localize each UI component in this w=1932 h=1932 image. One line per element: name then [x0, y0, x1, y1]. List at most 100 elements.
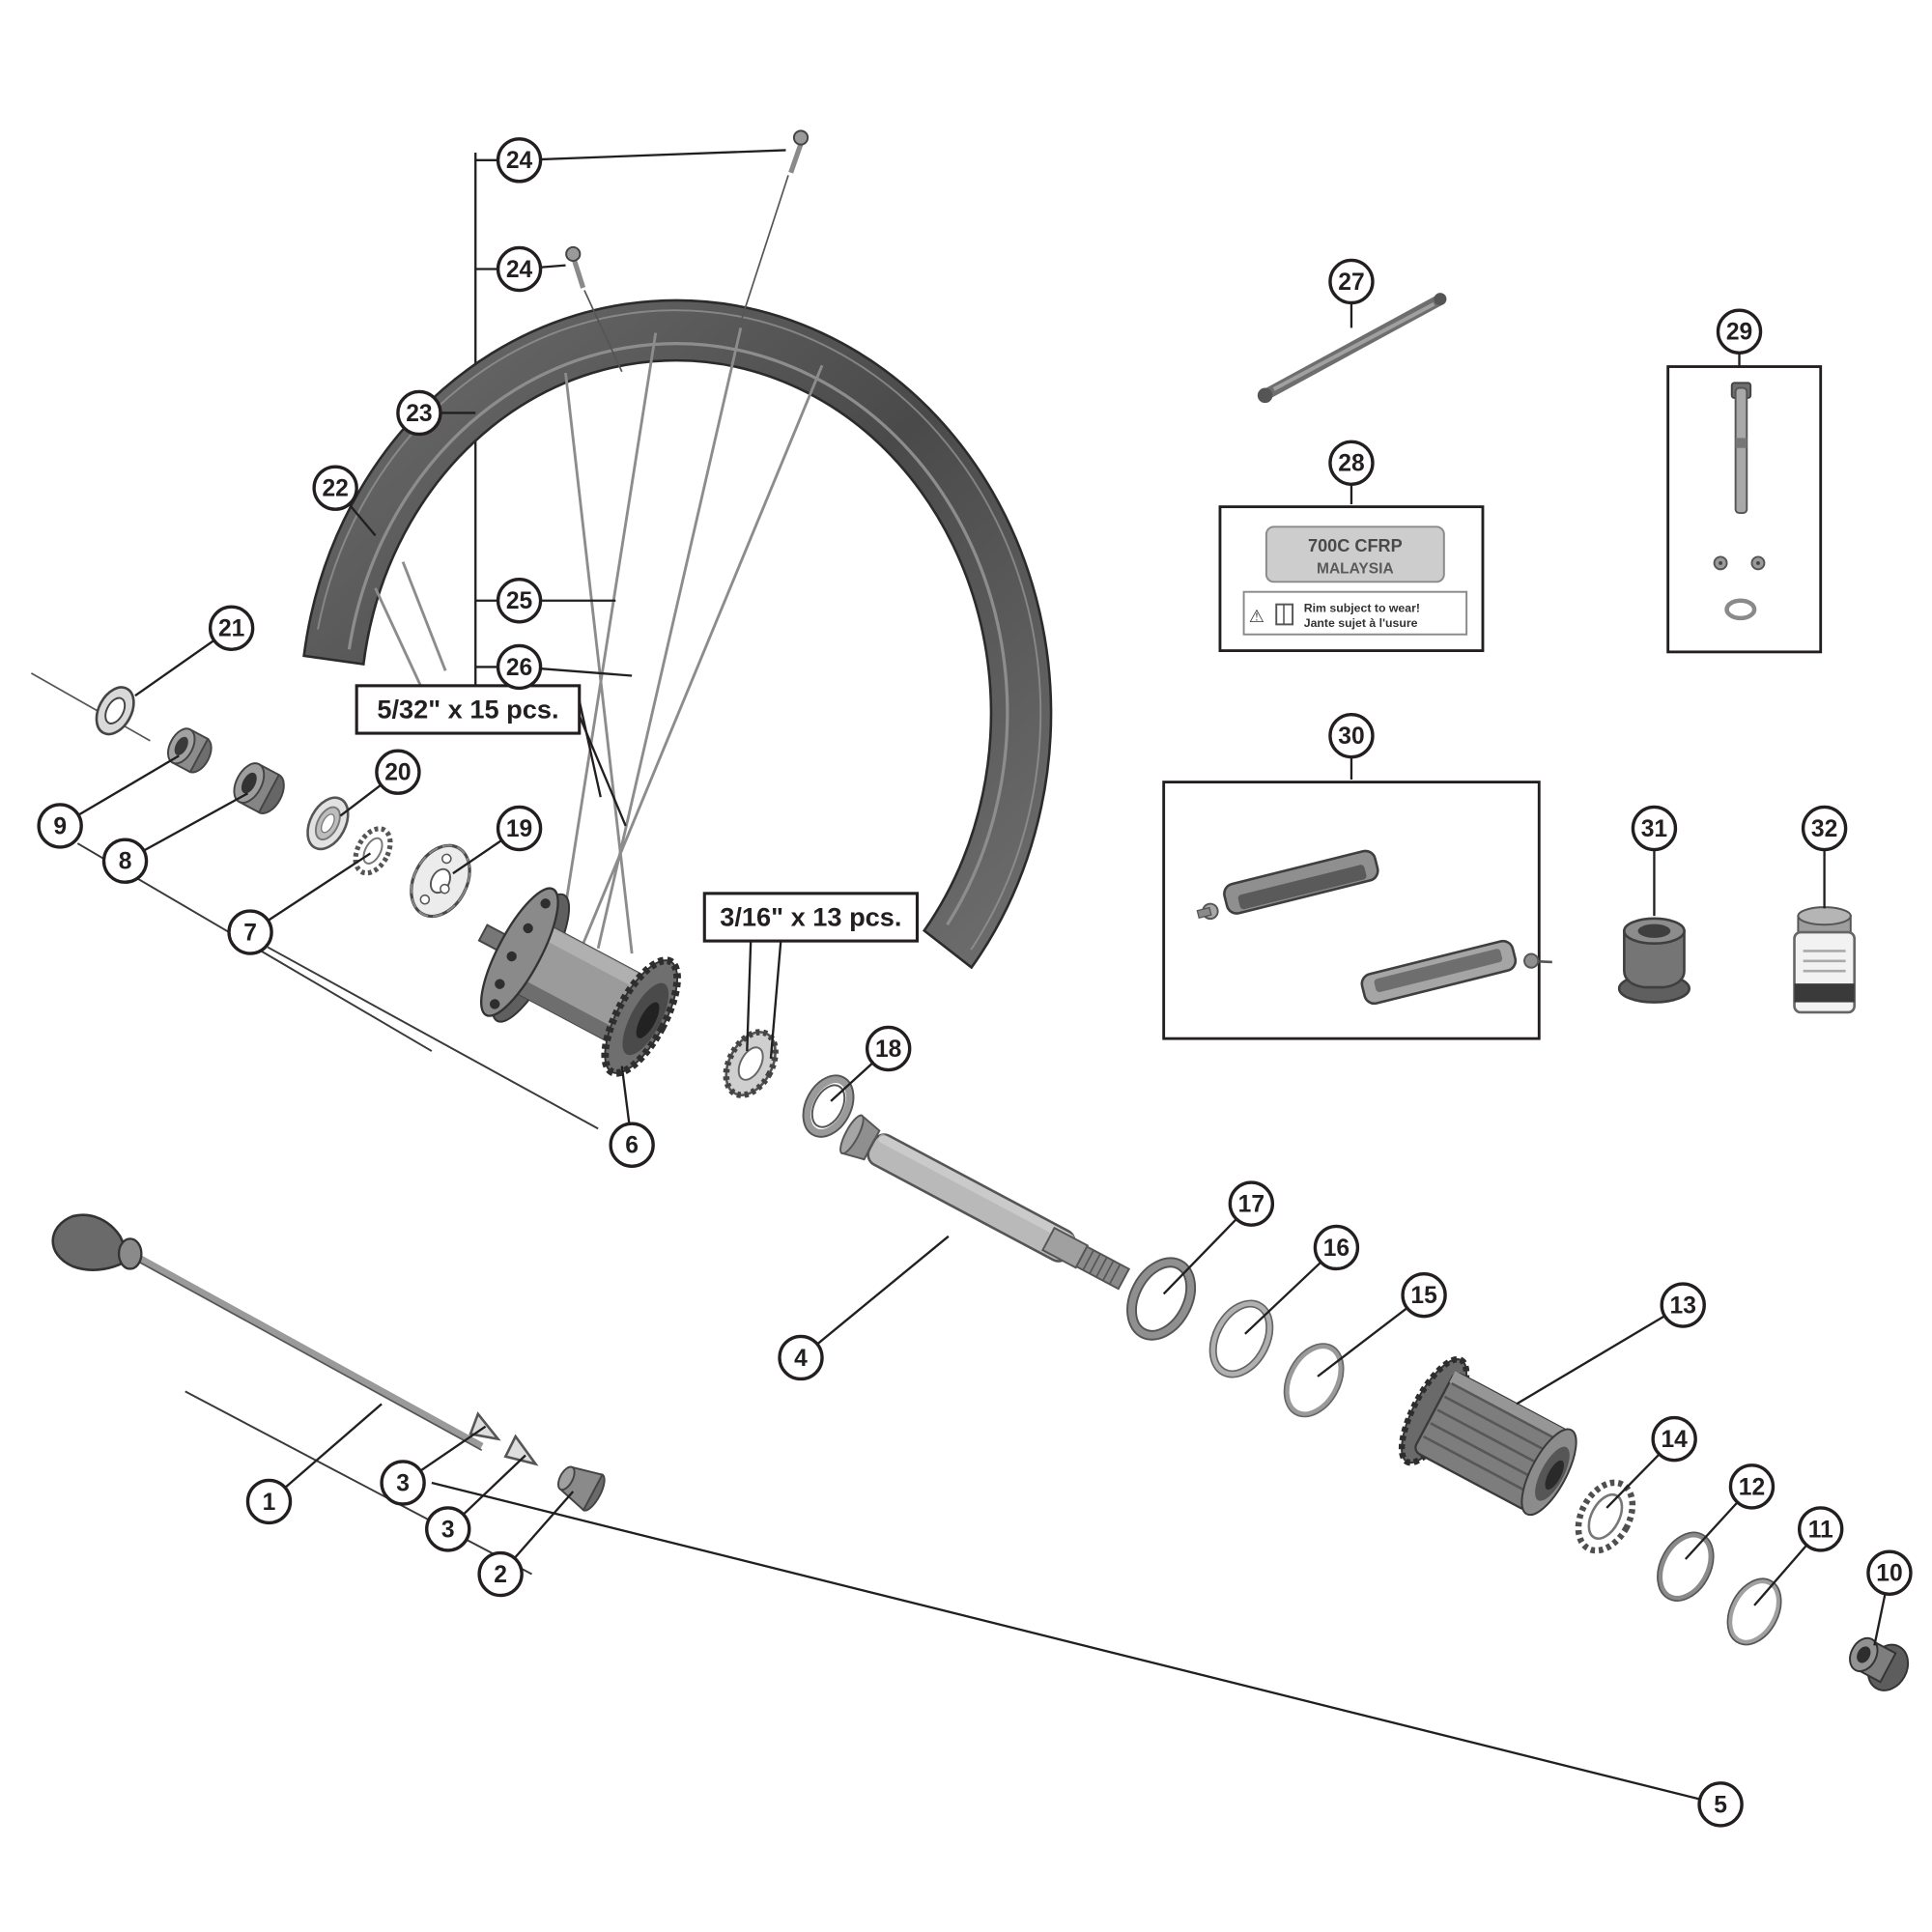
callout-number: 14 — [1661, 1427, 1688, 1453]
callout-24: 24 — [496, 245, 566, 293]
callout-number: 23 — [406, 401, 432, 427]
lock-nut-left — [167, 727, 213, 774]
warning-icon: ⚠ — [1249, 607, 1264, 627]
callout-number: 24 — [506, 257, 533, 283]
lock-plate — [410, 843, 471, 919]
callout-number: 12 — [1739, 1474, 1765, 1500]
callout-8: 8 — [101, 792, 249, 884]
quantity-label-text: 3/16" x 13 pcs. — [720, 902, 901, 932]
callout-number: 26 — [506, 655, 532, 681]
warning-text-en: Rim subject to wear! — [1304, 601, 1420, 614]
cone-nut-left — [233, 762, 285, 814]
callout-9: 9 — [37, 754, 180, 849]
washer — [1726, 1577, 1782, 1646]
sticker-origin-text: MALAYSIA — [1317, 560, 1394, 577]
end-washer — [95, 686, 135, 736]
callout-number: 24 — [506, 148, 533, 174]
callout-13: 13 — [1516, 1282, 1706, 1406]
callout-number: 10 — [1876, 1561, 1902, 1587]
callout-28: 28 — [1328, 440, 1375, 505]
callout-number: 22 — [322, 476, 348, 502]
callout-number: 6 — [625, 1133, 639, 1159]
callout-number: 21 — [218, 616, 244, 642]
callout-24: 24 — [496, 137, 786, 184]
callout-11: 11 — [1753, 1506, 1844, 1606]
valve-extender-box — [1666, 365, 1823, 654]
callout-layer: 5/32" x 15 pcs.3/16" x 13 pcs.1233456789… — [37, 137, 1913, 1828]
serrated-washer — [1575, 1479, 1636, 1554]
brake-shoe — [1360, 939, 1552, 1006]
callout-number: 2 — [494, 1562, 507, 1588]
callout-21: 21 — [134, 605, 255, 697]
callout-number: 18 — [875, 1037, 901, 1063]
callout-number: 11 — [1808, 1517, 1833, 1543]
callout-25: 25 — [496, 578, 616, 624]
qr-lever — [51, 1213, 132, 1271]
callout-18: 18 — [830, 1025, 912, 1102]
quantity-label-text: 5/32" x 15 pcs. — [377, 695, 558, 724]
qr-end-nut — [557, 1465, 606, 1512]
callout-29: 29 — [1716, 308, 1763, 367]
quantity-label: 5/32" x 15 pcs. — [355, 684, 627, 827]
quantity-label: 3/16" x 13 pcs. — [702, 892, 920, 1059]
callout-number: 4 — [794, 1346, 808, 1372]
callout-12: 12 — [1684, 1463, 1776, 1560]
sticker-model-text: 700C CFRP — [1308, 536, 1403, 555]
callout-27: 27 — [1328, 258, 1375, 328]
washer — [1657, 1531, 1715, 1602]
brake-shoe-box — [1162, 781, 1552, 1040]
callout-number: 3 — [396, 1470, 410, 1496]
callout-number: 3 — [441, 1517, 455, 1543]
callout-17: 17 — [1162, 1180, 1275, 1295]
callout-2: 2 — [477, 1491, 575, 1598]
callout-15: 15 — [1317, 1271, 1447, 1378]
rim-sticker-box: 700C CFRP MALAYSIA ⚠ Rim subject to wear… — [1218, 505, 1485, 652]
lock-nut-right — [1849, 1636, 1910, 1691]
callout-number: 19 — [506, 816, 532, 842]
callout-number: 15 — [1410, 1283, 1436, 1309]
callout-number: 9 — [53, 813, 67, 839]
seal-ring — [1208, 1299, 1274, 1378]
spoke-nipple-screw — [741, 129, 810, 319]
callout-number: 13 — [1670, 1293, 1696, 1319]
callout-3: 3 — [380, 1425, 487, 1506]
callout-number: 8 — [119, 849, 132, 875]
callout-number: 31 — [1641, 816, 1667, 842]
front-hub-body — [477, 887, 681, 1077]
callout-number: 17 — [1238, 1192, 1264, 1218]
callout-32: 32 — [1801, 805, 1848, 909]
spoke-wrench — [1257, 293, 1447, 404]
spokes — [374, 327, 824, 957]
callout-23: 23 — [396, 389, 476, 437]
serrated-lock-ring — [723, 1029, 779, 1098]
callout-7: 7 — [227, 852, 372, 955]
callout-16: 16 — [1244, 1224, 1360, 1335]
callout-number: 20 — [384, 760, 411, 786]
callout-number: 29 — [1726, 320, 1752, 346]
quick-release-skewer — [51, 1213, 606, 1512]
callout-number: 27 — [1338, 270, 1364, 296]
callout-19: 19 — [452, 805, 543, 875]
callout-14: 14 — [1605, 1415, 1697, 1509]
callout-4: 4 — [778, 1235, 950, 1381]
callout-31: 31 — [1631, 805, 1678, 917]
callout-number: 25 — [506, 588, 532, 614]
seal-ring — [1283, 1343, 1345, 1418]
seal-ring — [1126, 1257, 1197, 1341]
callout-26: 26 — [496, 643, 633, 691]
callout-number: 16 — [1323, 1236, 1350, 1262]
callout-number: 32 — [1811, 816, 1837, 842]
grease-jar — [1793, 906, 1856, 1014]
callout-number: 1 — [263, 1490, 276, 1516]
callout-number: 5 — [1714, 1792, 1727, 1818]
callout-5: 5 — [431, 1481, 1744, 1828]
callout-number: 28 — [1338, 451, 1364, 477]
callout-number: 30 — [1338, 724, 1364, 750]
hub-axle — [839, 1114, 1131, 1291]
axle-adapter — [1617, 917, 1690, 1004]
callout-10: 10 — [1866, 1549, 1913, 1646]
serrated-snap-ring — [353, 826, 393, 876]
seal-ring-left — [306, 796, 350, 851]
